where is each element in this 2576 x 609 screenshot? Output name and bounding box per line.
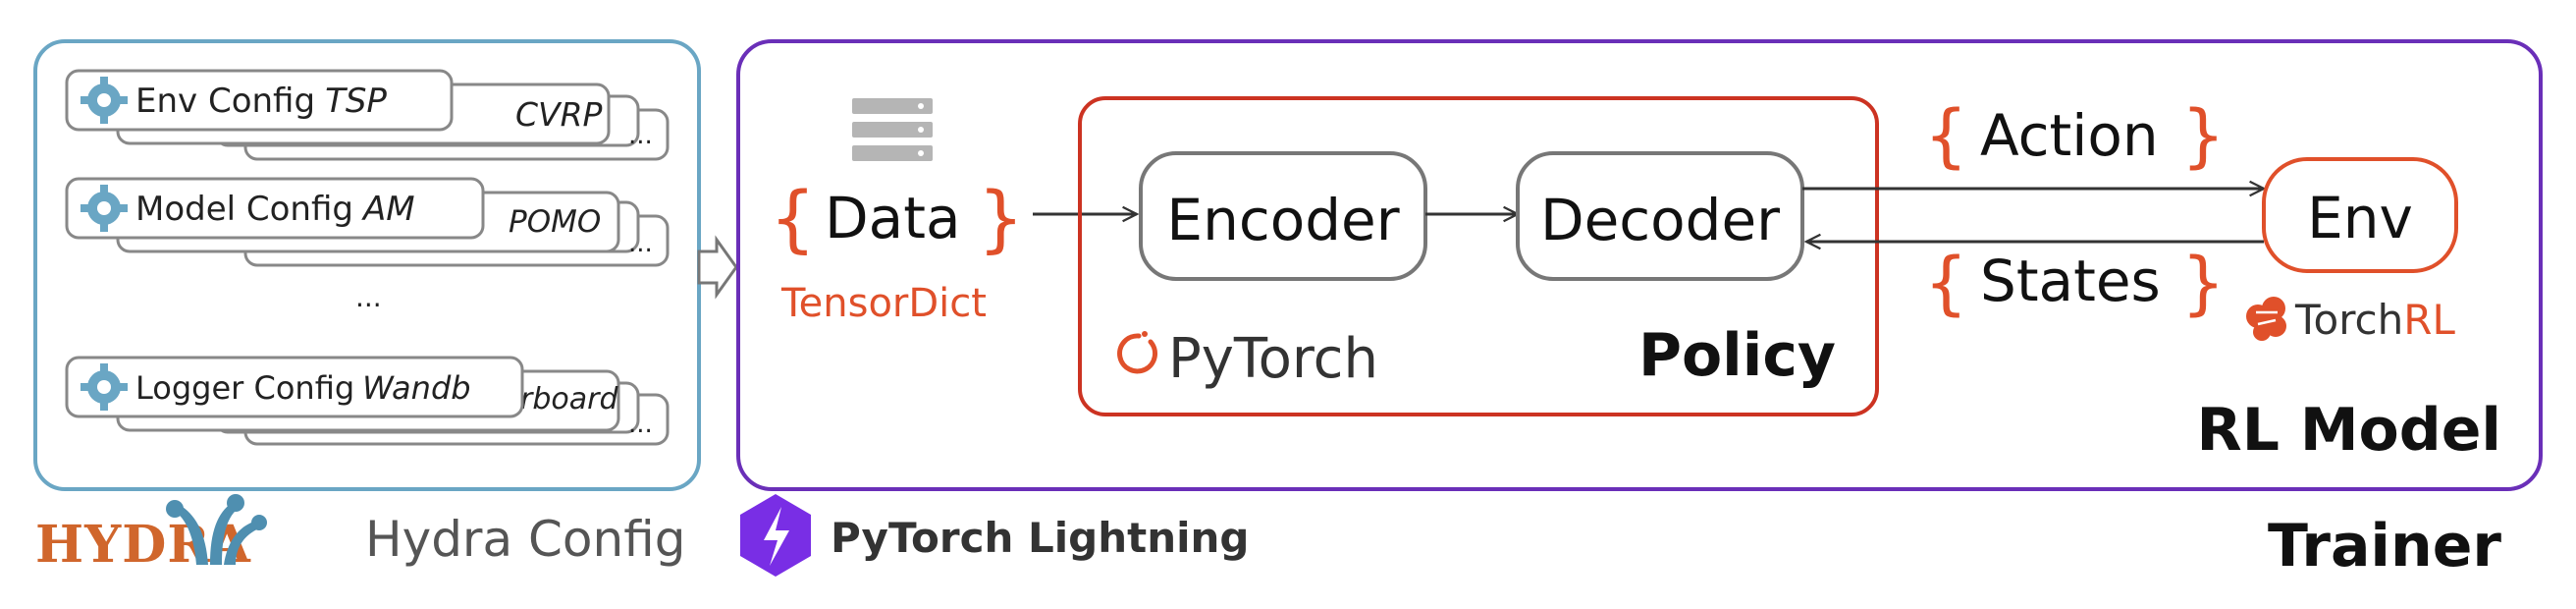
- action-label: Action: [1980, 102, 2159, 169]
- data-brace-open: {: [770, 177, 816, 261]
- torchrl-logo: TorchRL: [2246, 296, 2455, 344]
- config-flow-arrow: [697, 235, 738, 300]
- pytorch-logo-text: PyTorch: [1168, 327, 1378, 391]
- model-config-back-more: ...: [628, 229, 653, 258]
- rl-model-title: RL Model: [2197, 396, 2501, 465]
- decoder-block[interactable]: [1516, 151, 1804, 281]
- lightning-logo: PyTorch Lightning: [740, 494, 1249, 577]
- action-brace-open: {: [1924, 95, 1968, 176]
- policy-box: [1078, 96, 1879, 416]
- hydra-config-caption: Hydra Config: [365, 511, 685, 568]
- pytorch-flame-icon: [1117, 333, 1158, 374]
- logger-config-back-value: rboard: [520, 382, 618, 416]
- env-block[interactable]: [2262, 157, 2458, 273]
- states-brace-open: {: [1924, 243, 1968, 323]
- states-label: States: [1980, 248, 2161, 314]
- model-config-back-value: POMO: [509, 204, 601, 240]
- pytorch-logo: PyTorch: [1117, 327, 1378, 391]
- env-config-back-more: ...: [628, 121, 653, 150]
- gear-icon: [80, 363, 128, 411]
- action-brace-close: }: [2181, 95, 2226, 176]
- encoder-label: Encoder: [1166, 187, 1399, 253]
- pytorch-lightning-label: PyTorch Lightning: [831, 514, 1249, 562]
- database-stack-icon: [852, 98, 933, 161]
- data-brace-close: }: [978, 177, 1024, 261]
- decoder-label: Decoder: [1540, 187, 1780, 253]
- env-config-card[interactable]: [65, 69, 454, 132]
- logger-config-back-more: ...: [628, 410, 653, 439]
- hydra-logo: HYDRA: [35, 494, 267, 575]
- logger-config-card[interactable]: [65, 356, 524, 418]
- data-label: Data: [825, 185, 961, 251]
- hydra-creature-icon: [166, 494, 267, 565]
- env-config-back-value: CVRP: [515, 95, 603, 134]
- encoder-block[interactable]: [1139, 151, 1427, 281]
- model-config-card[interactable]: [65, 177, 485, 240]
- env-label: Env: [2307, 185, 2413, 251]
- gear-icon: [80, 185, 128, 232]
- torchrl-brain-icon: [2246, 297, 2286, 341]
- gear-icon: [80, 77, 128, 124]
- torchrl-logo-text: TorchRL: [2294, 296, 2455, 344]
- states-brace-close: }: [2181, 243, 2226, 323]
- policy-title: Policy: [1638, 321, 1836, 390]
- tensordict-label: TensorDict: [780, 281, 987, 326]
- trainer-panel: [736, 39, 2543, 491]
- card-ellipsis: ...: [355, 281, 382, 313]
- trainer-title: Trainer: [2268, 512, 2501, 581]
